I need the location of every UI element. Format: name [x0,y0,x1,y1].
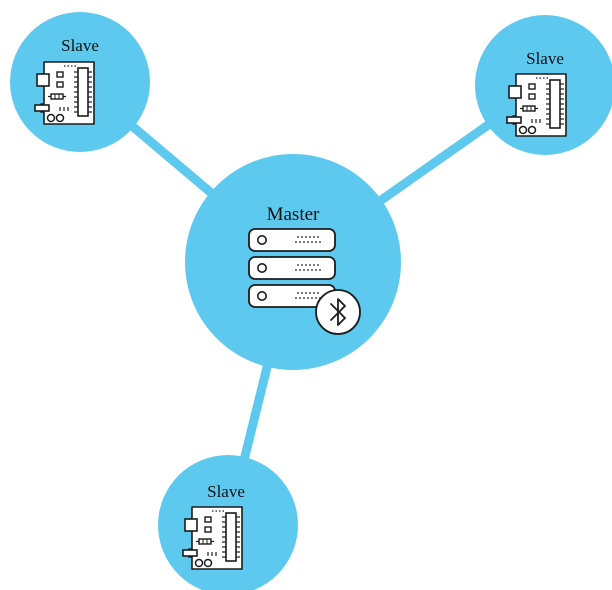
circuit-board-icon [182,506,243,570]
slave-node-top-right: Slave [475,15,612,155]
slave-label: Slave [526,49,564,68]
bluetooth-icon [315,289,361,335]
slave-node-top-left: Slave [10,12,150,152]
master-label: Master [267,204,320,225]
circuit-board-icon [506,73,567,137]
master-node: Master [185,154,401,370]
slave-label: Slave [61,36,99,55]
slave-label: Slave [207,482,245,501]
circuit-board-icon [34,61,95,125]
server-rack-icon [248,228,336,308]
slave-node-bottom: Slave [158,455,298,590]
